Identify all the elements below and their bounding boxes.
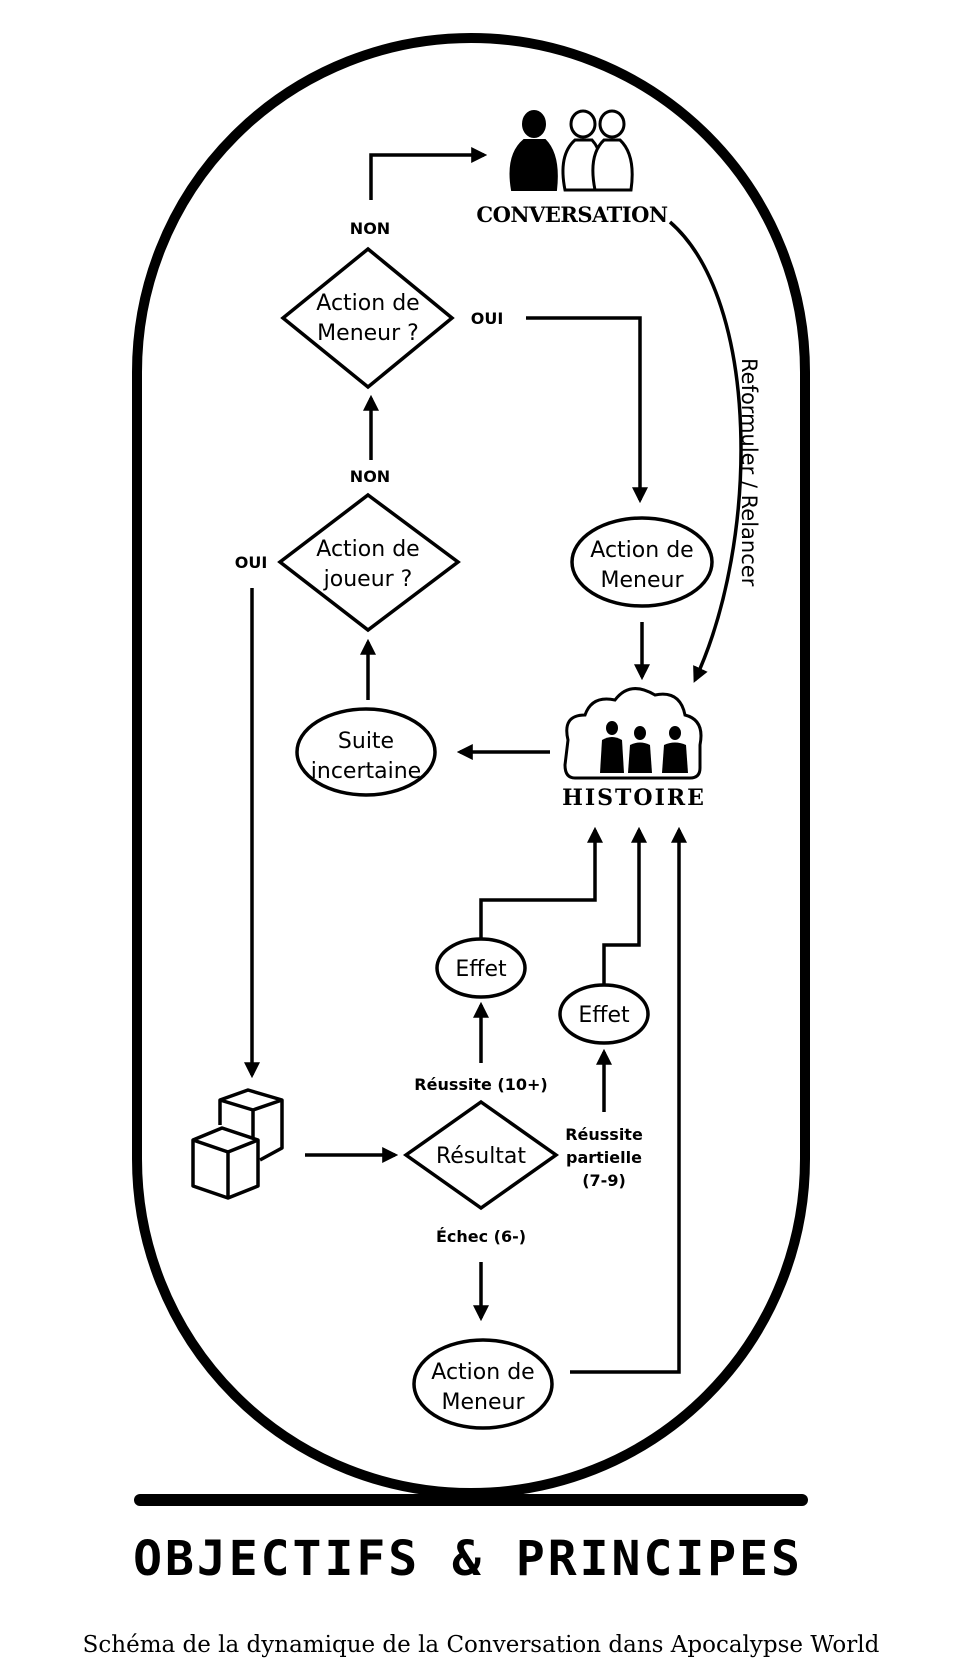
conversation-label: CONVERSATION [476, 202, 668, 227]
decision-player-action-line1: Action de [316, 537, 419, 562]
label-reussite: Réussite (10+) [414, 1075, 547, 1094]
decision-mc-action [280, 246, 455, 390]
label-reformuler: Reformuler / Relancer [737, 358, 761, 587]
node-effet-success [435, 937, 527, 999]
arrow-reformuler [668, 220, 743, 683]
label-partial-line3: (7-9) [582, 1171, 626, 1190]
label-partial-line1: Réussite [565, 1125, 643, 1144]
label-oui-left: OUI [235, 553, 268, 572]
node-mc-action-bottom-line2: Meneur [442, 1390, 526, 1415]
decision-player-action-line2: joueur ? [323, 567, 413, 592]
outer-frame [132, 33, 810, 1498]
decision-player-action [277, 492, 461, 633]
label-oui-right: OUI [471, 309, 504, 328]
arrow-oui-to-mc-action [526, 316, 648, 504]
node-mc-action-top [570, 516, 714, 608]
footer-caption: Schéma de la dynamique de la Conversatio… [83, 1632, 880, 1658]
decision-mc-action-line2: Meneur ? [317, 321, 419, 346]
node-effet-success-label: Effet [455, 957, 507, 982]
arrow-mc-bottom-to-histoire [570, 826, 687, 1374]
label-non-middle: NON [350, 467, 390, 486]
decision-mc-action-line1: Action de [316, 291, 419, 316]
node-mc-action-top-line1: Action de [590, 538, 693, 563]
histoire-icon [563, 687, 703, 780]
node-suite-incertaine-line2: incertaine [311, 759, 421, 784]
node-mc-action-bottom-line1: Action de [431, 1360, 534, 1385]
node-suite-incertaine [295, 707, 437, 797]
dice-icon [191, 1088, 284, 1200]
arrow-effet-partial-to-histoire [602, 826, 647, 984]
arrow-non-to-conversation [369, 147, 488, 200]
decision-resultat [402, 1099, 560, 1211]
node-mc-action-bottom [412, 1338, 554, 1430]
decision-resultat-label: Résultat [436, 1144, 526, 1169]
node-suite-incertaine-line1: Suite [338, 729, 394, 754]
label-non-top: NON [350, 219, 390, 238]
footer-title: OBJECTIFS & PRINCIPES [133, 1531, 803, 1587]
conversation-icon [509, 109, 634, 192]
histoire-label: HISTOIRE [562, 785, 706, 811]
node-effet-partial-label: Effet [578, 1003, 630, 1028]
label-echec: Échec (6-) [436, 1227, 526, 1246]
arrow-effet-success-to-histoire [479, 826, 603, 938]
node-effet-partial [558, 983, 650, 1045]
label-partial-line2: partielle [566, 1148, 642, 1167]
node-mc-action-top-line2: Meneur [601, 568, 685, 593]
